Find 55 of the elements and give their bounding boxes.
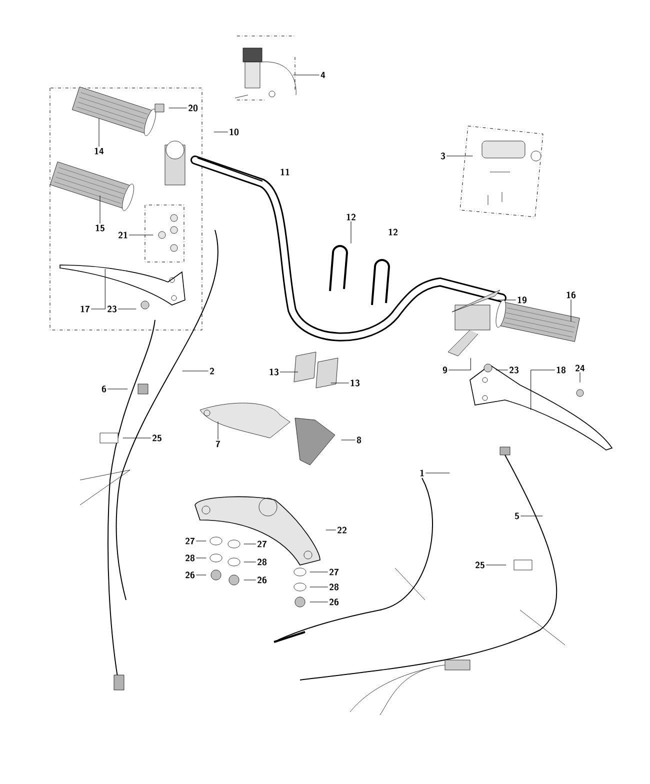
leader-line: [425, 472, 450, 474]
callout-number: 19: [518, 296, 527, 304]
callout-number: 13: [270, 368, 279, 376]
callout-number: 3: [440, 152, 446, 160]
callout-number: 22: [337, 526, 346, 534]
leader-line: [107, 388, 128, 390]
callout-number: 23: [107, 306, 117, 312]
callout-number: 5: [514, 512, 519, 520]
callout-number: 21: [118, 232, 128, 238]
callout-number: 9: [442, 366, 448, 374]
leader-line: [530, 370, 556, 410]
callout-number: 4: [320, 72, 326, 78]
leader-line: [486, 564, 506, 566]
callout-number: 25: [152, 434, 162, 442]
leader-line: [196, 540, 206, 542]
leader-line: [293, 74, 320, 76]
callout-number: 23: [509, 366, 519, 374]
callout-number: 20: [188, 104, 198, 112]
callout-number: 12: [346, 214, 356, 220]
callout-number: 28: [257, 558, 267, 566]
leader-line: [90, 268, 106, 310]
callout-number: 26: [185, 572, 195, 578]
callout-number: 6: [102, 386, 106, 392]
callout-number: 14: [94, 148, 104, 154]
leader-line: [128, 234, 154, 236]
callout-number: 16: [566, 292, 576, 298]
callout-number: 24: [575, 364, 585, 372]
callout-number: 8: [356, 436, 362, 444]
leader-line: [350, 221, 352, 244]
callout-number: 26: [329, 598, 339, 606]
callout-number: 28: [185, 554, 195, 562]
callout-number: 2: [210, 368, 214, 374]
callout-number: 13: [350, 380, 360, 386]
callout-number: 25: [475, 562, 484, 568]
leader-line: [98, 118, 100, 147]
callout-number: 10: [230, 128, 239, 136]
leader-line: [448, 358, 471, 370]
leader-line: [330, 382, 350, 384]
callout-number: 28: [329, 584, 339, 590]
callout-number: 26: [257, 576, 267, 584]
callout-number: 17: [80, 306, 90, 312]
callout-number: 18: [556, 366, 566, 374]
callout-number: 15: [96, 224, 104, 232]
leader-line: [196, 574, 206, 576]
leader-line: [118, 308, 136, 310]
callout-number: 1: [420, 470, 424, 476]
leader-line: [570, 299, 572, 322]
callout-number: 27: [329, 568, 339, 576]
callout-number: 27: [185, 538, 195, 544]
callout-number: 12: [388, 228, 398, 236]
callout-number: 11: [280, 168, 290, 176]
callout-number: 27: [257, 540, 267, 548]
leader-line: [182, 370, 209, 372]
callout-number: 7: [216, 440, 220, 448]
leader-line: [310, 586, 328, 588]
